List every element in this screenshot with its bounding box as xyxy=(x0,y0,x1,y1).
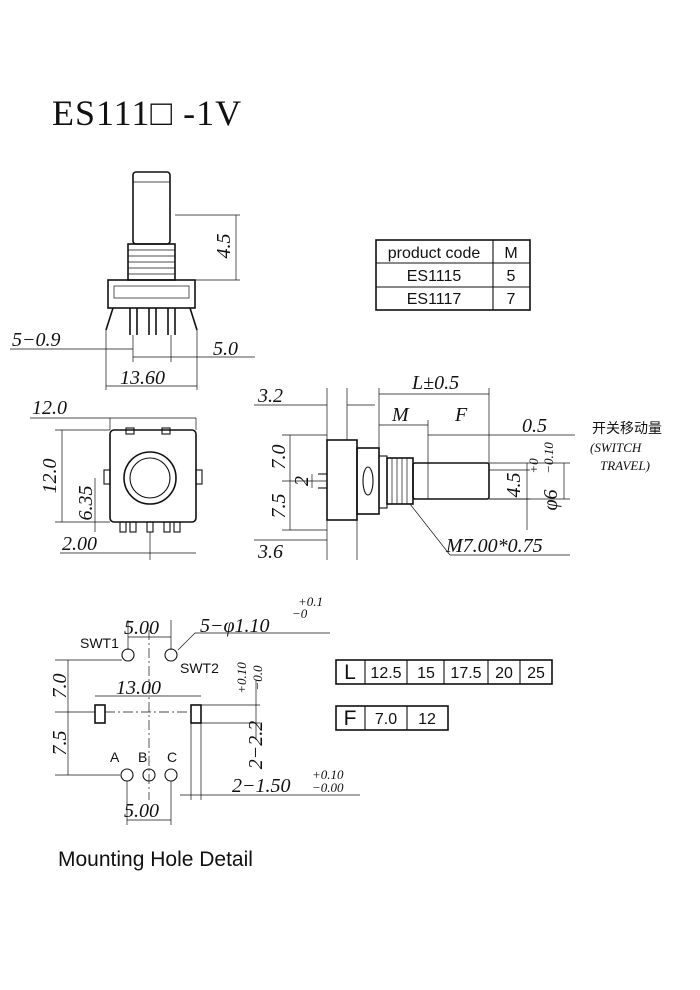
dim-mount-13-00: 13.00 xyxy=(116,677,161,699)
table-cell-m-1: 5 xyxy=(507,268,516,285)
dim-shaft-tol-down: −0.10 xyxy=(541,442,556,474)
dim-mount-slot: 2−2.2 xyxy=(245,721,267,770)
label-swt2: SWT2 xyxy=(180,660,219,676)
dim-profile-2: 2 xyxy=(291,476,313,486)
table-header-product-code: product code xyxy=(388,245,481,262)
dim-mount-7-0: 7.0 xyxy=(49,674,71,699)
dim-pitch: 5.0 xyxy=(213,338,238,360)
length-value-4: 20 xyxy=(495,665,513,682)
dim-width: 13.60 xyxy=(120,367,165,389)
table-cell-code-1: ES1115 xyxy=(407,268,462,285)
length-value-5: 25 xyxy=(527,665,545,682)
profile-view: L±0.5 3.2 M F 0.5 开关移动量 (SWITCH TRAVEL) … xyxy=(254,372,662,563)
hole-swt2 xyxy=(164,648,178,662)
label-pin-a: A xyxy=(110,749,120,765)
label-pin-b: B xyxy=(138,749,147,765)
dim-switch-travel: 0.5 xyxy=(522,415,547,437)
dim-profile-4-5: 4.5 xyxy=(503,473,525,498)
length-table-head: L xyxy=(344,661,356,684)
f-table: F 7.0 12 xyxy=(335,705,449,731)
mounting-hole-detail: 5.00 5−φ1.10 +0.1 −0 SWT1 SWT2 7.0 13.00… xyxy=(49,594,360,871)
dim-mount-slot-width-tol-up: +0.10 xyxy=(312,767,344,782)
dim-thread: M7.00*0.75 xyxy=(445,535,543,557)
dim-front-offset: 6.35 xyxy=(75,486,97,521)
dim-mount-7-5: 7.5 xyxy=(49,731,71,756)
dim-profile-7-5: 7.5 xyxy=(268,494,290,519)
dim-mount-holes-tol-down: −0 xyxy=(292,606,308,621)
dim-mount-holes: 5−φ1.10 xyxy=(200,615,270,637)
table-cell-m-2: 7 xyxy=(507,291,516,308)
side-view: 4.5 5−0.9 5.0 13.60 xyxy=(10,171,255,390)
dim-front-bottom: 2.00 xyxy=(62,533,97,555)
dim-mount-slot-tol-up: +0.10 xyxy=(234,662,249,694)
hole-swt1 xyxy=(121,648,135,662)
hole-a xyxy=(120,768,134,782)
dim-profile-3-2: 3.2 xyxy=(257,385,283,407)
switch-travel-en-2: TRAVEL) xyxy=(600,458,650,473)
dim-front-width: 12.0 xyxy=(32,397,67,419)
switch-travel-en-1: (SWITCH xyxy=(590,440,642,455)
dim-mount-slot-width-tol-down: −0.00 xyxy=(312,780,344,795)
dim-mount-slot-width: 2−1.50 xyxy=(232,775,291,797)
label-pin-c: C xyxy=(167,749,177,765)
length-value-3: 17.5 xyxy=(450,665,481,682)
dim-shaft-tol-up: +0 xyxy=(526,458,541,474)
dim-mount-5-00-top: 5.00 xyxy=(124,617,159,639)
dim-profile-3-6: 3.6 xyxy=(257,541,283,563)
length-table: L 12.5 15 17.5 20 25 xyxy=(335,659,553,685)
dim-mount-holes-tol-up: +0.1 xyxy=(298,594,323,609)
dim-shaft-diameter: φ6 xyxy=(540,489,562,510)
mounting-caption: Mounting Hole Detail xyxy=(58,848,253,871)
f-table-head: F xyxy=(344,707,357,730)
slot-left xyxy=(94,704,106,724)
f-value-2: 12 xyxy=(418,711,436,728)
drawing-title: ES111□ -1V xyxy=(52,93,243,133)
length-value-2: 15 xyxy=(417,665,435,682)
table-cell-code-2: ES1117 xyxy=(407,291,462,308)
dim-profile-M: M xyxy=(391,404,410,426)
table-header-m: M xyxy=(504,245,517,262)
dim-shaft-length: 4.5 xyxy=(213,234,235,259)
slot-right xyxy=(190,704,202,724)
dim-shaft-L: L±0.5 xyxy=(411,372,459,394)
dim-mount-5-00-bottom: 5.00 xyxy=(124,800,159,822)
hole-c xyxy=(164,768,178,782)
dim-profile-F: F xyxy=(454,404,468,426)
front-view: 12.0 12.0 6.35 2.00 xyxy=(30,397,203,560)
dim-mount-slot-tol-down: −0.0 xyxy=(250,665,265,691)
label-swt1: SWT1 xyxy=(80,635,119,651)
length-value-1: 12.5 xyxy=(370,665,401,682)
dim-pins: 5−0.9 xyxy=(12,329,61,351)
product-code-table: product code M ES1115 5 ES1117 7 xyxy=(375,239,531,311)
switch-travel-cn: 开关移动量 xyxy=(592,420,662,436)
dim-front-height: 12.0 xyxy=(39,459,61,494)
dim-profile-7-0: 7.0 xyxy=(268,445,290,470)
f-value-1: 7.0 xyxy=(375,711,397,728)
